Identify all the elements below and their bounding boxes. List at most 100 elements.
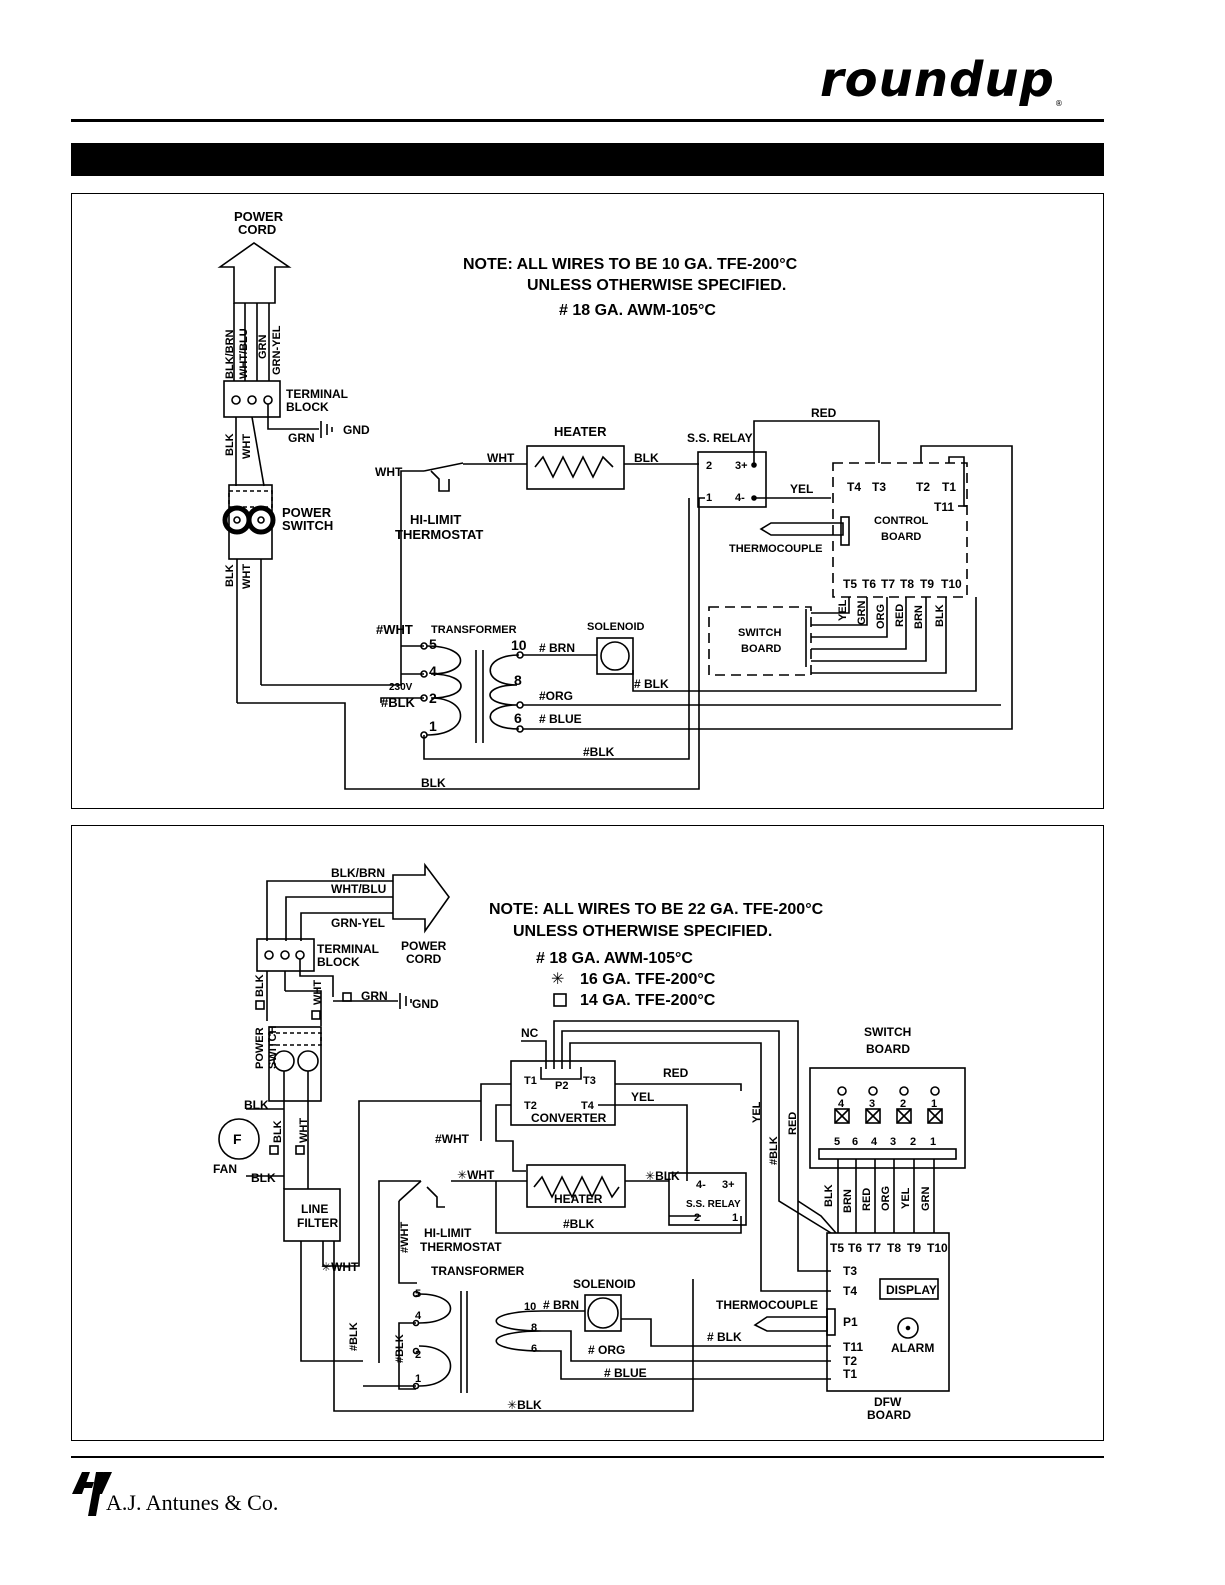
fan-blk-label-3: BLK: [251, 1171, 276, 1185]
sw-pin-5: 5: [834, 1136, 840, 1148]
hash-wht-label: #WHT: [376, 622, 413, 637]
hash-blk-v-label-3: #BLK: [768, 1136, 780, 1165]
hi-limit-label: HI-LIMIT: [410, 512, 461, 527]
hash-brn-label: # BRN: [543, 1298, 579, 1312]
fan-blk-label-2: BLK: [272, 1120, 284, 1143]
terminal-block-label-2: BLOCK: [286, 400, 329, 414]
sw-wire-brn: BRN: [913, 605, 925, 629]
note-line-2: UNLESS OTHERWISE SPECIFIED.: [513, 923, 772, 940]
tx-pin-1: 1: [429, 718, 437, 734]
relay-pin-3: 3+: [722, 1179, 735, 1191]
hi-limit-label-2: THERMOSTAT: [395, 527, 483, 542]
control-board-label: CONTROL: [874, 515, 929, 527]
dfw-term-t4: T4: [843, 1284, 857, 1298]
red-wire-label: RED: [811, 406, 837, 420]
roundup-logo: roundup®: [820, 52, 1064, 108]
wiring-diagram-1: POWER CORD BLK/BRN WHT/BLU GRN GRN-YEL T…: [71, 193, 1104, 809]
yel-v-label: YEL: [751, 1101, 763, 1123]
power-switch-label: POWER: [254, 1027, 266, 1069]
hi-limit-label-2: THERMOSTAT: [420, 1240, 502, 1254]
wht-label: WHT: [312, 980, 324, 1005]
grn-label: GRN: [361, 989, 388, 1003]
conv-pin-p2: P2: [555, 1080, 568, 1092]
wire-grn-yel: GRN-YEL: [271, 325, 283, 375]
tx-pin-1: 1: [415, 1373, 421, 1385]
thermocouple-label: THERMOCOUPLE: [716, 1298, 818, 1312]
sw-wire-red: RED: [894, 604, 906, 627]
relay-pin-3: 3+: [735, 460, 748, 472]
thermocouple-label: THERMOCOUPLE: [729, 543, 823, 555]
hash-blk-v-label-2: #BLK: [394, 1334, 406, 1363]
note-line-4: 16 GA. TFE-200°C: [580, 971, 716, 988]
red-wire-label: RED: [663, 1066, 689, 1080]
solenoid-label: SOLENOID: [587, 621, 645, 633]
tx-pin-2: 2: [429, 690, 437, 706]
fan-blk-label: BLK: [244, 1098, 269, 1112]
tx-pin-8: 8: [531, 1322, 537, 1334]
term-t1: T1: [942, 480, 956, 494]
alarm-label: ALARM: [891, 1341, 934, 1355]
sw-wire-grn: GRN: [920, 1187, 932, 1212]
note-line-3: # 18 GA. AWM-105°C: [536, 950, 693, 967]
title-bar: [71, 143, 1104, 176]
wire-wht-blu: WHT/BLU: [238, 328, 250, 379]
dfw-term-t1: T1: [843, 1367, 857, 1381]
note-line-5: 14 GA. TFE-200°C: [580, 992, 716, 1009]
power-cord-label: POWER: [401, 939, 447, 953]
header-rule: [71, 119, 1104, 122]
terminal-block-label-2: BLOCK: [317, 955, 360, 969]
sw-wire-org: ORG: [875, 604, 887, 629]
tx-pin-6: 6: [514, 710, 522, 726]
switch-board-label-2: BOARD: [741, 643, 781, 655]
power-cord-label-2: CORD: [238, 222, 276, 237]
conv-pin-t2: T2: [524, 1100, 537, 1112]
relay-pin-1: 1: [732, 1212, 738, 1224]
sw-wire-grn: GRN: [856, 601, 868, 626]
switch-board-label-2: BOARD: [866, 1042, 910, 1056]
note-line-2: UNLESS OTHERWISE SPECIFIED.: [527, 277, 786, 294]
sw-wire-blk: BLK: [823, 1184, 835, 1207]
blk-label: BLK: [254, 974, 266, 997]
star-wht-text: WHT: [331, 1260, 359, 1274]
star-blk-label: ✳BLK: [645, 1169, 680, 1183]
sw-pin-1: 1: [930, 1136, 936, 1148]
term-t11: T11: [934, 500, 954, 514]
star-blk-bottom-label: ✳BLK: [507, 1398, 542, 1412]
wire-grn: GRN: [257, 335, 269, 360]
star-wht-label-2: ✳WHT: [457, 1168, 495, 1182]
wire-blk-brn: BLK/BRN: [331, 866, 385, 880]
hash-blk-label-2: # BLK: [634, 677, 669, 691]
hash-blk-label-3: #BLK: [583, 745, 615, 759]
term-t3: T3: [872, 480, 886, 494]
red-v-label: RED: [787, 1112, 799, 1135]
sw-top-4: 4: [838, 1098, 845, 1110]
conv-pin-t1: T1: [524, 1075, 537, 1087]
star-wht-text-2: WHT: [467, 1168, 495, 1182]
hash-blue-label: # BLUE: [604, 1366, 647, 1380]
dfw-term-t7: T7: [867, 1241, 881, 1255]
gnd-label: GND: [412, 997, 439, 1011]
sw-wire-yel: YEL: [837, 599, 849, 621]
term-t2: T2: [916, 480, 930, 494]
control-board-label-2: BOARD: [881, 531, 921, 543]
conv-pin-t4: T4: [581, 1100, 595, 1112]
tx-pin-10: 10: [524, 1301, 536, 1313]
fan-wht-label: WHT: [298, 1118, 310, 1143]
tx-pin-4: 4: [429, 663, 437, 679]
switch-board-label: SWITCH: [738, 627, 781, 639]
star-wht-label: ✳WHT: [321, 1260, 359, 1274]
power-switch-label: POWER: [282, 505, 332, 520]
sw-top-1: 1: [931, 1098, 937, 1110]
tx-pin-4: 4: [415, 1310, 422, 1322]
nc-label: NC: [521, 1026, 539, 1040]
transformer-label: TRANSFORMER: [431, 624, 517, 636]
tx-pin-2: 2: [415, 1349, 421, 1361]
tx-pin-10: 10: [511, 637, 527, 653]
hi-limit-label: HI-LIMIT: [424, 1226, 472, 1240]
switch-board-label: SWITCH: [864, 1025, 911, 1039]
line-filter-label-2: FILTER: [297, 1216, 338, 1230]
yel-wire-label: YEL: [790, 482, 813, 496]
hash-blk-v-label: #BLK: [348, 1322, 360, 1351]
term-t10: T10: [941, 577, 962, 591]
dfw-term-t8: T8: [887, 1241, 901, 1255]
